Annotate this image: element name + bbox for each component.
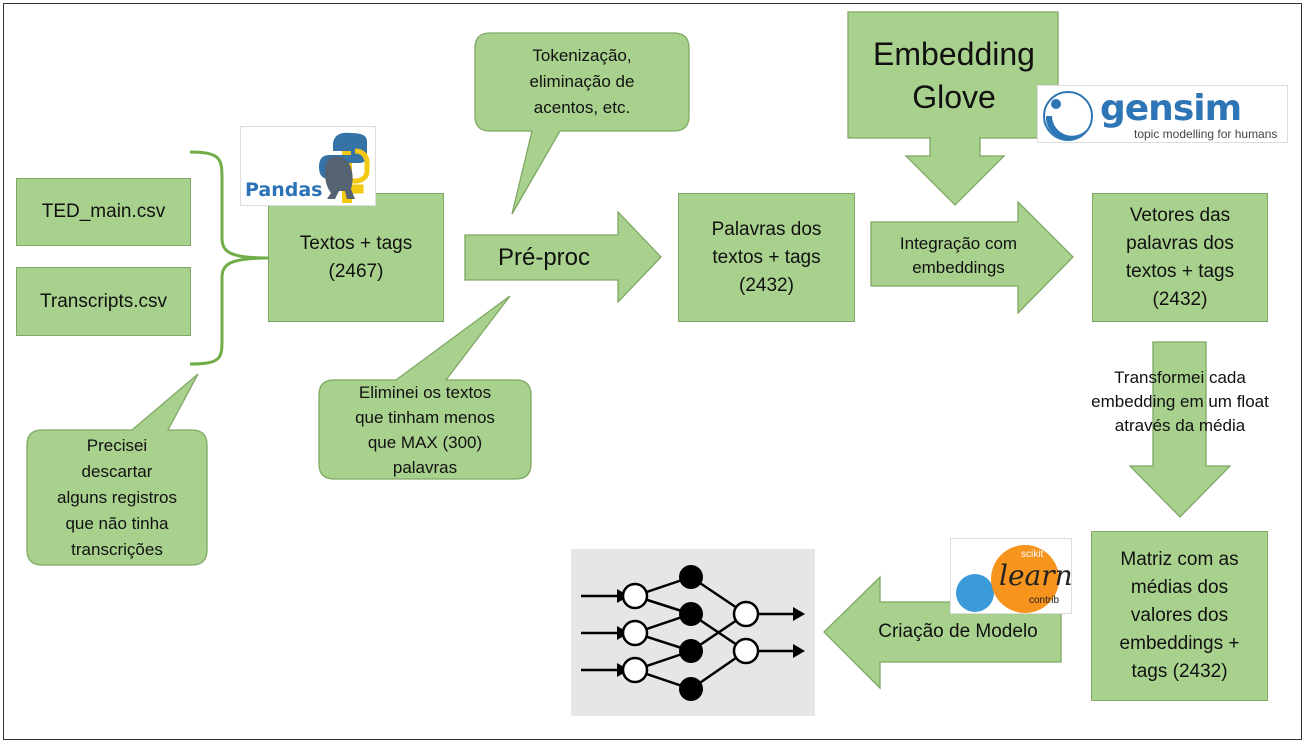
sklearn-logo-art <box>956 545 1059 613</box>
box-ted-main: TED_main.csv <box>16 178 191 246</box>
box-vetores: Vetores das palavras dos textos + tags (… <box>1092 193 1268 322</box>
pandas-logo-text: Pandas <box>245 179 323 201</box>
arrow-integracao-label: Integração com embeddings <box>899 234 1018 277</box>
callout-precisei-text: Precisei descartar alguns registros que … <box>56 436 177 559</box>
arrow-preproc-shape <box>464 210 662 304</box>
pandas-logo-art <box>319 132 370 203</box>
diagram-frame <box>3 3 1302 740</box>
sklearn-logo-learn: learn <box>999 559 1072 592</box>
arrow-transformei-shape <box>1128 341 1232 518</box>
gensim-logo-tagline: topic modelling for humans <box>1134 127 1278 141</box>
box-textos-tags: Textos + tags (2467) <box>268 193 444 322</box>
arrow-embedding-glove-tip <box>904 137 1006 206</box>
neural-network-image <box>571 549 815 716</box>
box-palavras: Palavras dos textos + tags (2432) <box>678 193 855 322</box>
gensim-logo-text: gensim <box>1100 88 1242 129</box>
callout-tokenizacao-shape <box>474 32 690 215</box>
arrow-preproc-label: Pré-proc <box>497 244 591 271</box>
arrow-integracao-shape <box>870 200 1074 315</box>
arrow-embedding-glove-label: Embedding Glove <box>873 36 1035 115</box>
arrow-transformei-label: Transformei cada embedding em um float a… <box>1091 368 1269 435</box>
callout-eliminei-text: Eliminei os textos que tinham menos que … <box>355 382 495 477</box>
gensim-logo-mark <box>1043 91 1093 141</box>
sklearn-logo-scikit: scikit <box>1021 549 1044 560</box>
callout-eliminei-shape <box>318 295 532 480</box>
pandas-logo: Pandas <box>240 126 376 206</box>
neural-network-graphic <box>581 565 805 701</box>
box-matriz: Matriz com as médias dos valores dos emb… <box>1091 531 1268 701</box>
gensim-logo: gensim topic modelling for humans <box>1037 85 1288 143</box>
sklearn-contrib-logo: scikit learn contrib <box>950 538 1072 614</box>
callout-tokenizacao-text: Tokenização, eliminação de acentos, etc. <box>529 46 635 117</box>
callout-precisei-shape <box>26 373 208 566</box>
arrow-criacao-modelo-label: Criação de Modelo <box>878 621 1038 642</box>
box-transcripts: Transcripts.csv <box>16 267 191 336</box>
sklearn-logo-contrib: contrib <box>1029 595 1060 606</box>
